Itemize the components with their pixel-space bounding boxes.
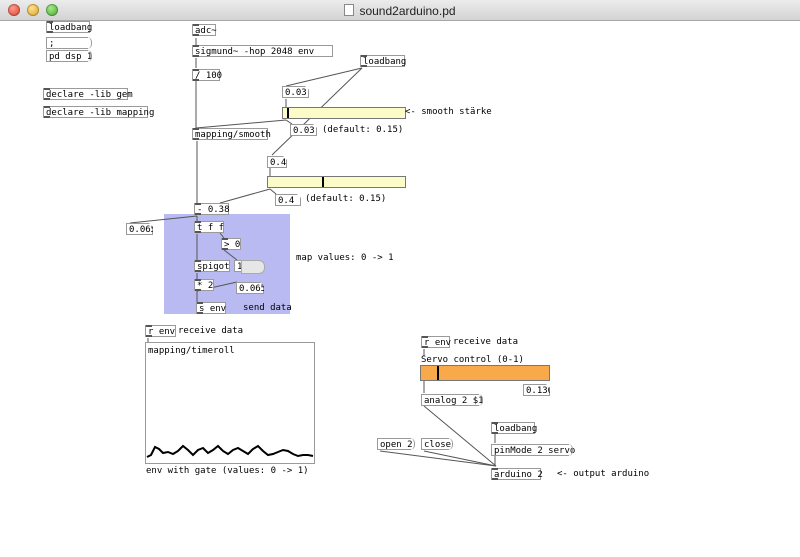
smooth-slider[interactable]: [282, 107, 406, 119]
map-values-comment: map values: 0 -> 1: [296, 253, 394, 263]
document-icon: [344, 4, 355, 16]
receive-data-comment-2: receive data: [453, 337, 519, 347]
send-data-comment: send data: [243, 303, 292, 313]
envelope-trace: [146, 444, 314, 458]
receive-env-object-2[interactable]: r env: [421, 336, 451, 348]
gate-default-comment: (default: 0.15): [305, 194, 387, 204]
receive-env-object[interactable]: r env: [145, 325, 176, 337]
semicolon-message[interactable]: ;: [46, 37, 92, 49]
output-arduino-comment: <- output arduino: [557, 469, 650, 479]
loadbang-object-2[interactable]: loadbang: [360, 55, 406, 67]
smooth-number-box-top[interactable]: 0.03: [282, 86, 309, 98]
smooth-comment: <- smooth stärke: [405, 107, 492, 117]
smooth-default-comment: (default: 0.15): [322, 125, 404, 135]
output-number-box[interactable]: 0.065: [236, 282, 264, 294]
trigger-object[interactable]: t f f: [194, 221, 224, 233]
servo-number-box[interactable]: 0.130: [523, 384, 550, 396]
smooth-number-box[interactable]: 0.03: [290, 124, 317, 136]
mapping-smooth-object[interactable]: mapping/smooth: [192, 128, 271, 140]
gate-slider-handle[interactable]: [322, 177, 324, 187]
bang-button[interactable]: [241, 260, 265, 274]
minimize-window-icon[interactable]: [27, 4, 39, 16]
zoom-window-icon[interactable]: [46, 4, 58, 16]
gate-slider[interactable]: [267, 176, 406, 188]
timeroll-graph[interactable]: mapping/timeroll: [145, 342, 315, 464]
receive-data-comment: receive data: [178, 326, 244, 336]
arduino-object[interactable]: arduino 2: [491, 468, 543, 480]
patch-cords: [129, 38, 497, 467]
loadbang-object-3[interactable]: loadbang: [491, 422, 537, 434]
pinmode-message[interactable]: pinMode 2 servo: [491, 444, 575, 456]
declare-gem-object[interactable]: declare -lib gem: [43, 88, 133, 100]
declare-mapping-object[interactable]: declare -lib mapping: [43, 106, 154, 118]
gate-number-box[interactable]: 0.4: [275, 194, 301, 206]
greater-than-object[interactable]: > 0: [221, 238, 241, 250]
title-bar: sound2arduino.pd: [0, 0, 800, 21]
send-env-object[interactable]: s env: [196, 302, 226, 314]
open-message[interactable]: open 2: [377, 438, 415, 450]
patch-canvas[interactable]: loadbang ; pd dsp 1 declare -lib gem dec…: [0, 21, 800, 557]
sigmund-object[interactable]: sigmund~ -hop 2048 env: [192, 45, 333, 57]
servo-slider-handle[interactable]: [437, 366, 439, 380]
analog-message[interactable]: analog 2 $1: [421, 394, 484, 406]
close-message[interactable]: close: [421, 438, 453, 450]
adc-object[interactable]: adc~: [192, 24, 217, 36]
window-title-text: sound2arduino.pd: [359, 4, 456, 18]
env-number-box[interactable]: 0.065: [126, 223, 153, 235]
smooth-slider-handle[interactable]: [287, 108, 289, 118]
minus-object[interactable]: - 0.38: [194, 203, 230, 215]
pd-dsp-message[interactable]: pd dsp 1: [46, 50, 92, 62]
divide-object[interactable]: / 100: [192, 69, 222, 81]
gate-number-box-top[interactable]: 0.4: [267, 156, 287, 168]
servo-slider[interactable]: [420, 365, 550, 381]
close-window-icon[interactable]: [8, 4, 20, 16]
multiply-object[interactable]: * 2: [194, 279, 214, 291]
window-title: sound2arduino.pd: [0, 4, 800, 18]
spigot-object[interactable]: spigot: [194, 260, 230, 272]
servo-control-label: Servo control (0-1): [421, 355, 524, 365]
timeroll-comment: env with gate (values: 0 -> 1): [146, 466, 309, 476]
loadbang-object[interactable]: loadbang: [46, 21, 92, 33]
timeroll-label: mapping/timeroll: [148, 346, 235, 356]
